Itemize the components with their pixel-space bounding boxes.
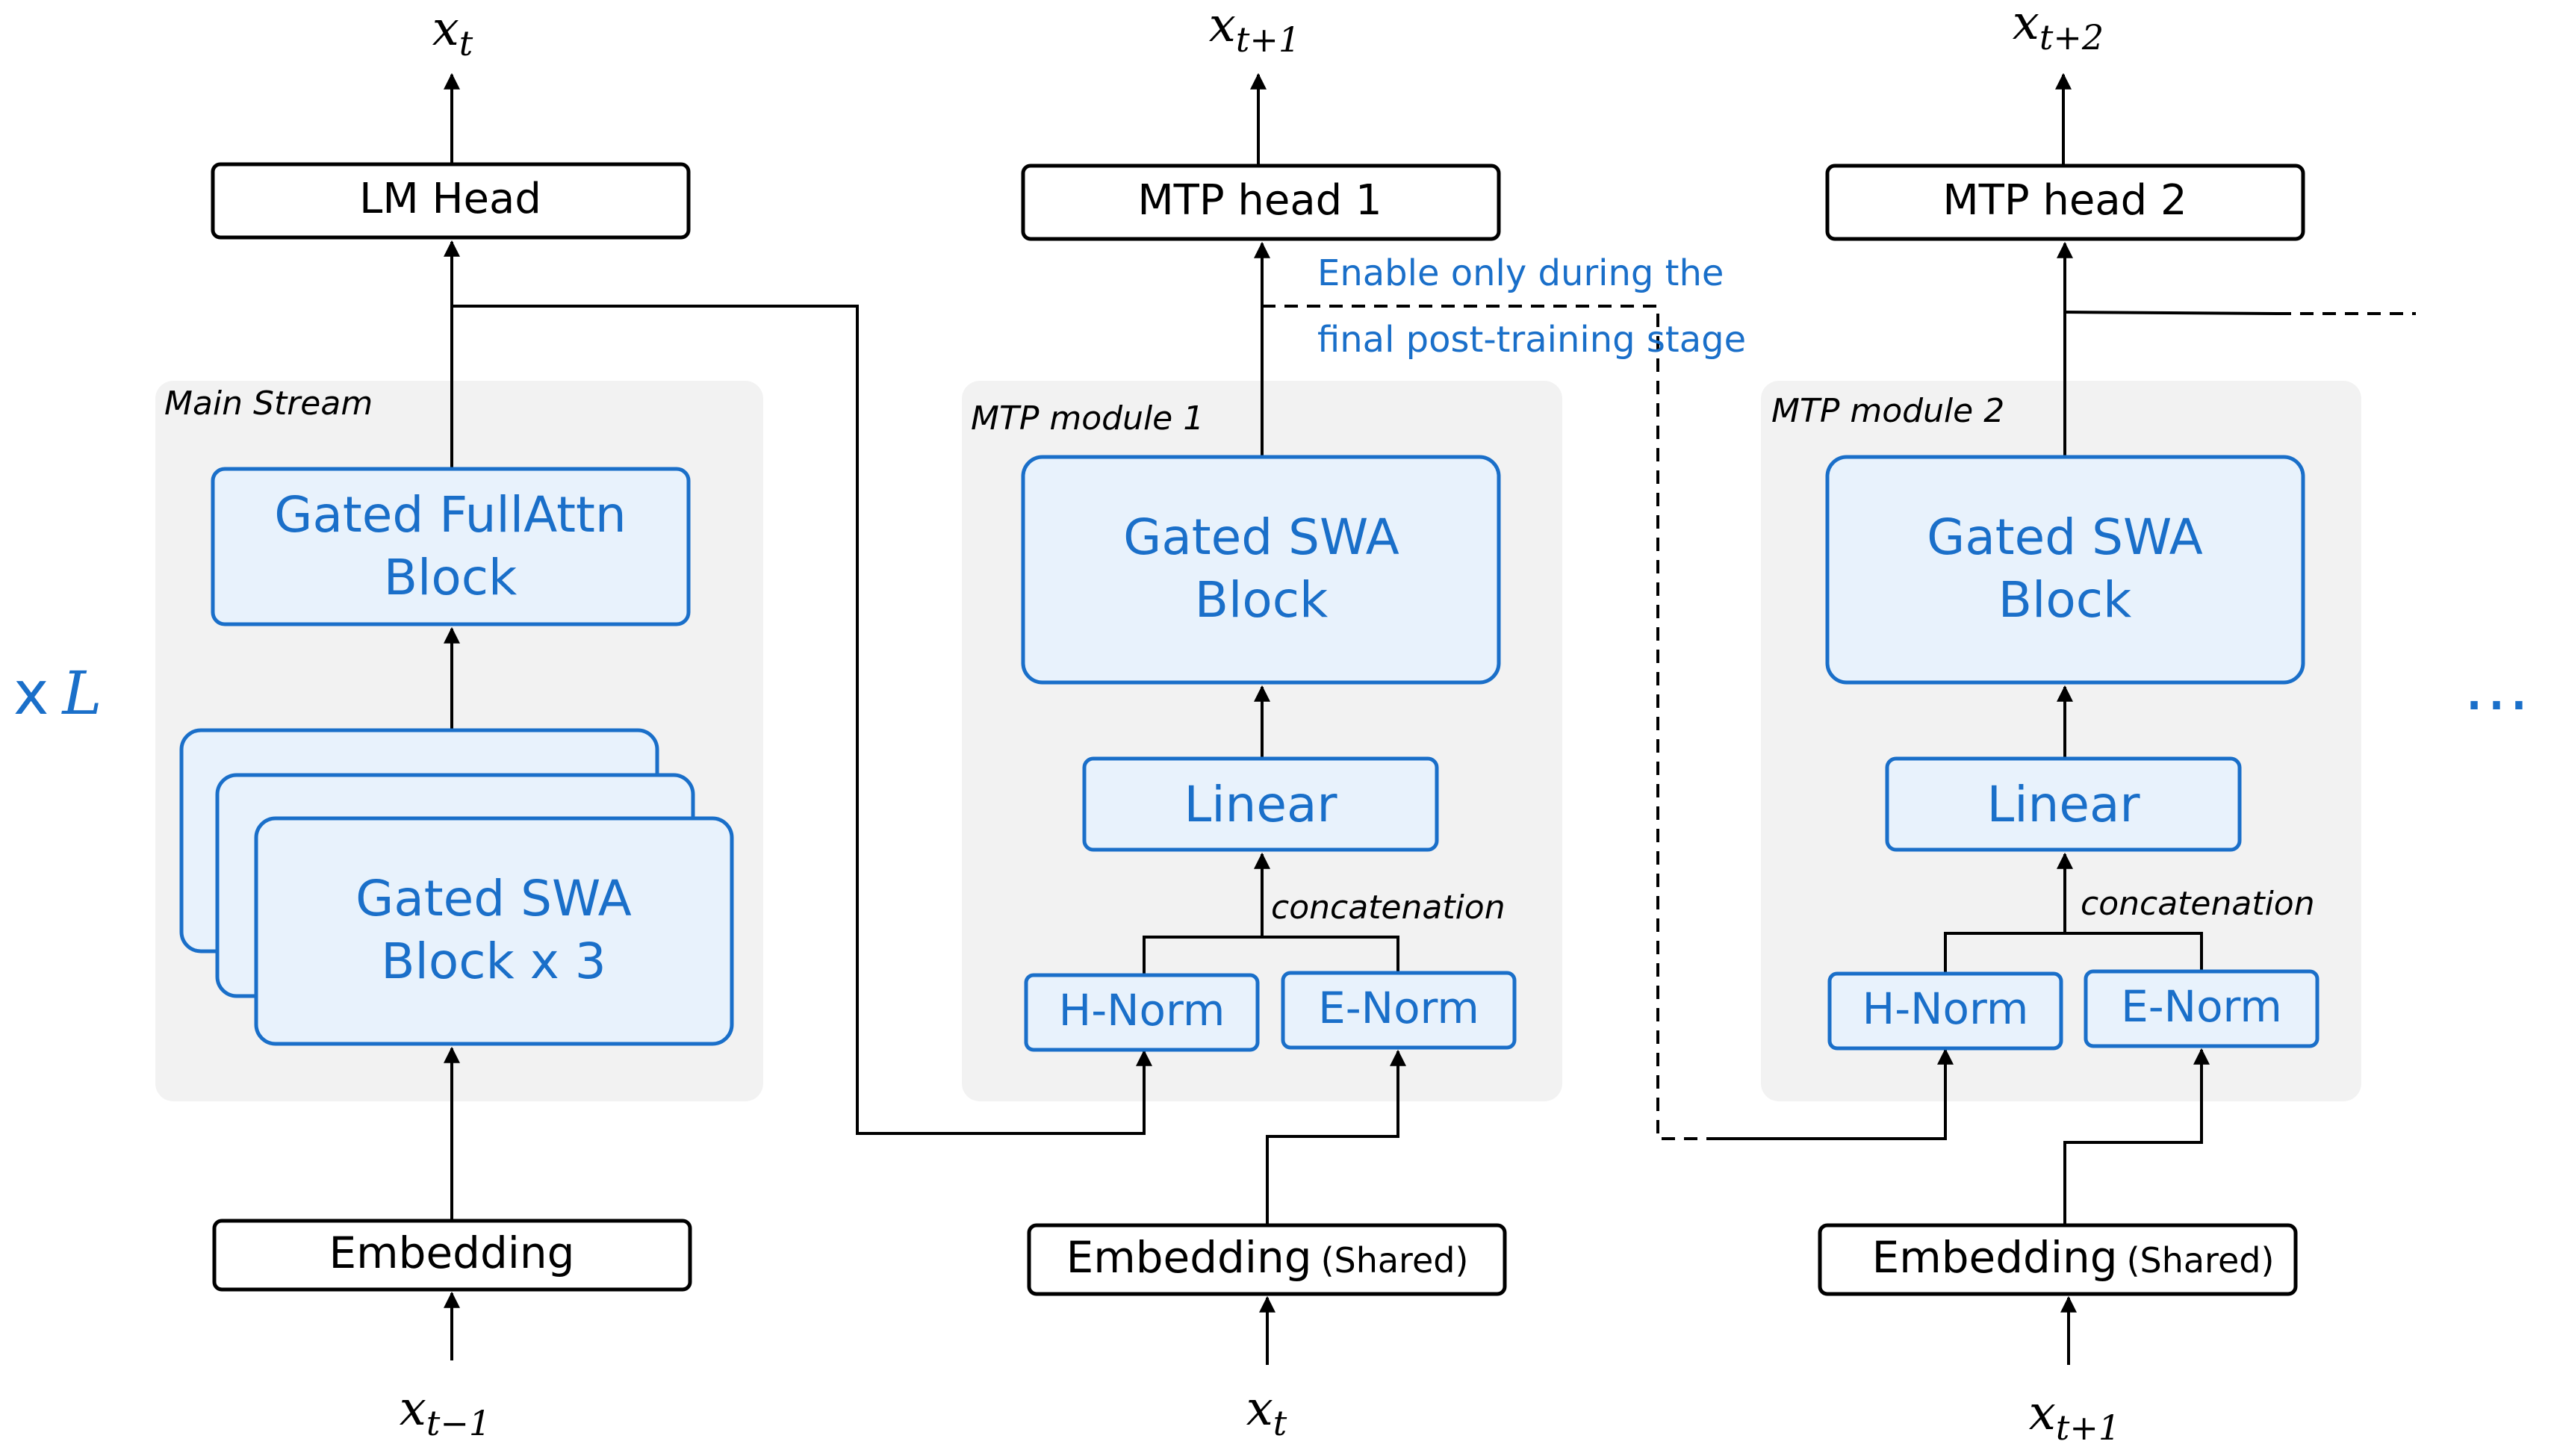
mtp2-output-label: xt+2 <box>2013 0 2104 57</box>
gated-swa-block-stack: Gated SWA Block x 3 <box>179 728 734 1046</box>
mtp2-h-norm-label: H-Norm <box>1862 983 2029 1034</box>
mtp2-embedding-box: Embedding(Shared) <box>1818 1223 2298 1296</box>
mtp2-swa-label-line2: Block <box>1998 571 2132 629</box>
mtp-head-1-label: MTP head 1 <box>1137 176 1382 225</box>
swa-stack-label-line1: Gated SWA <box>355 870 632 927</box>
mtp2-swa-label-line1: Gated SWA <box>1927 508 2203 566</box>
mtp-module-1-title: MTP module 1 <box>971 399 1204 438</box>
swa-stack-label-line2: Block x 3 <box>381 933 606 990</box>
mtp2-input-label: xt+1 <box>2029 1386 2120 1448</box>
mtp2-embedding-label: Embedding(Shared) <box>1872 1232 2275 1283</box>
mtp1-swa-label-line1: Gated SWA <box>1123 508 1399 566</box>
mtp2-concat-label: concatenation <box>2081 885 2315 923</box>
lm-head-label: LM Head <box>359 175 541 223</box>
mtp1-swa-label-line2: Block <box>1195 571 1329 629</box>
main-output-label: xt <box>432 1 473 63</box>
mtp1-gated-swa-block: Gated SWA Block <box>1021 455 1501 685</box>
mtp1-embedding-label: Embedding(Shared) <box>1066 1232 1469 1283</box>
fullattn-label-line2: Block <box>384 549 518 606</box>
fullattn-label-line1: Gated FullAttn <box>274 486 626 544</box>
mtp2-continuation-line <box>2064 311 2278 315</box>
main-input-label: xt−1 <box>400 1381 491 1443</box>
mtp1-embedding-box: Embedding(Shared) <box>1027 1223 1507 1296</box>
mtp1-to-mtp2-dashed-connector <box>1262 305 1718 1140</box>
gated-fullattn-block: Gated FullAttn Block <box>211 467 691 626</box>
mtp2-gated-swa-block: Gated SWA Block <box>1825 455 2305 685</box>
mtp-module-2-title: MTP module 2 <box>1771 392 2004 430</box>
more-modules-ellipsis: … <box>2463 647 2530 726</box>
post-training-note-line2: final post-training stage <box>1317 319 1746 361</box>
main-embedding-box: Embedding <box>212 1219 692 1292</box>
lm-head-box: LM Head <box>211 162 691 240</box>
mtp-head-1-box: MTP head 1 <box>1021 164 1501 241</box>
mtp1-linear-box: Linear <box>1082 756 1439 852</box>
mtp2-e-norm-label: E-Norm <box>2121 981 2282 1032</box>
mtp1-linear-label: Linear <box>1184 776 1337 833</box>
mtp1-concat-label: concatenation <box>1271 889 1506 927</box>
mtp2-linear-label: Linear <box>1986 776 2140 833</box>
mtp1-output-label: xt+1 <box>1209 0 1300 60</box>
mtp-head-2-label: MTP head 2 <box>1942 176 2187 225</box>
mtp1-h-norm-box: H-Norm <box>1024 973 1260 1052</box>
mtp-head-2-box: MTP head 2 <box>1825 164 2305 241</box>
mtp2-linear-box: Linear <box>1885 756 2242 852</box>
mtp2-e-norm-box: E-Norm <box>2084 969 2319 1048</box>
main-to-mtp1-connector <box>452 305 1152 1135</box>
mtp1-input-label: xt <box>1246 1381 1287 1443</box>
main-embedding-label: Embedding <box>329 1228 575 1278</box>
mtp1-e-norm-box: E-Norm <box>1281 971 1517 1050</box>
mtp1-h-norm-label: H-Norm <box>1059 985 1225 1036</box>
mtp2-h-norm-box: H-Norm <box>1827 971 2063 1051</box>
mtp1-e-norm-label: E-Norm <box>1318 983 1479 1033</box>
post-training-note-line1: Enable only during the <box>1317 252 1724 294</box>
main-stream-title: Main Stream <box>164 385 373 423</box>
